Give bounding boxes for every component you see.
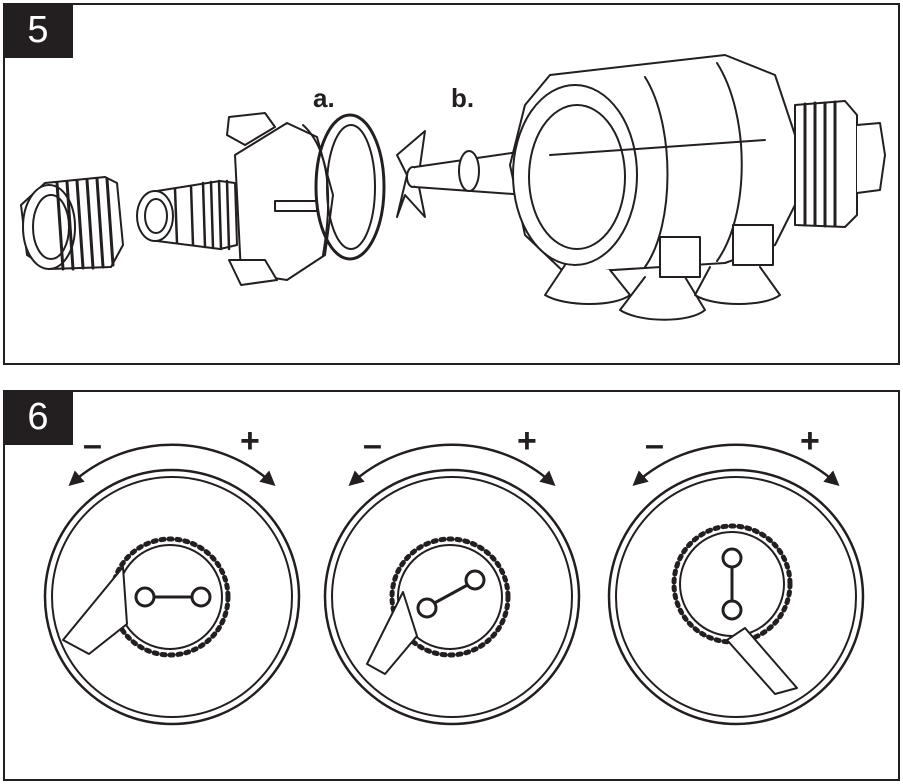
impeller-b (397, 131, 527, 217)
o-ring-a (316, 115, 384, 259)
hose-nozzle-part (137, 181, 237, 249)
step-6-panel: 6 – + – + – + (3, 390, 900, 781)
flow-adjustment-dials (5, 392, 902, 783)
pump-exploded-view (5, 5, 902, 367)
dial-1 (45, 445, 299, 724)
dial-2 (325, 445, 579, 724)
pump-body (510, 55, 885, 320)
nut-part (21, 177, 123, 269)
dial-3 (609, 445, 863, 724)
step-5-panel: 5 a. b. (3, 3, 900, 365)
